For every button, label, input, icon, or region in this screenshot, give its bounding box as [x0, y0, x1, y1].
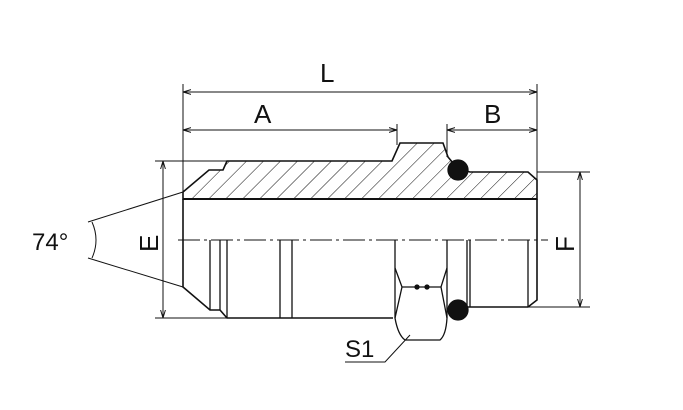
- hex-nut: [394, 267, 448, 341]
- body-outline-lower: [182, 199, 538, 319]
- o-ring-bottom: [447, 299, 469, 321]
- label-l: L: [320, 58, 334, 88]
- angle-arc: [91, 221, 97, 259]
- s1-leader: [345, 334, 411, 363]
- label-e: E: [134, 235, 164, 252]
- section-hatch: [182, 142, 538, 200]
- label-a: A: [254, 99, 272, 129]
- label-f: F: [550, 236, 580, 252]
- label-s1: S1: [345, 336, 374, 363]
- label-b: B: [484, 99, 501, 129]
- label-angle: 74°: [32, 229, 68, 256]
- o-ring-top: [447, 159, 469, 181]
